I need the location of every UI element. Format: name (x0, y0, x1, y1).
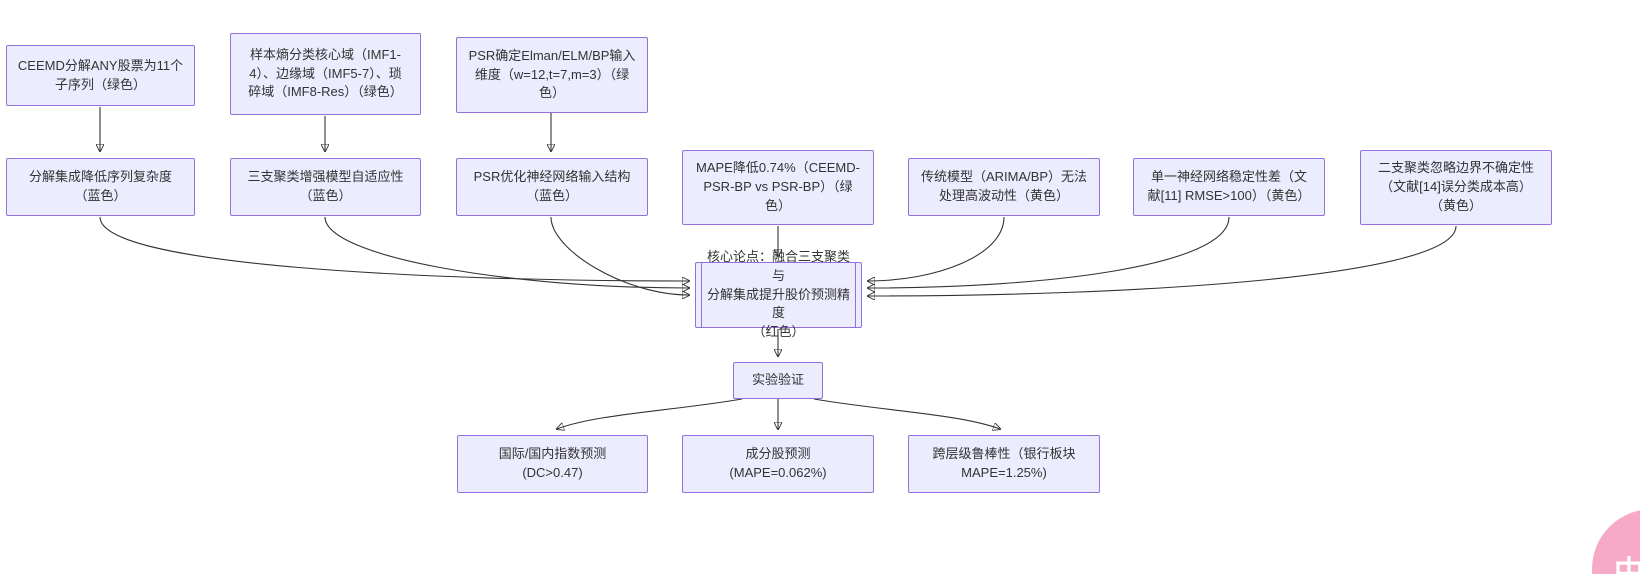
node-experimental-validation: 实验验证 (733, 362, 823, 399)
node-label: PSR优化神经网络输入结构 （蓝色） (473, 169, 631, 203)
node-label: 二支聚类忽略边界不确定性 （文献[14]误分类成本高） （黄色） (1377, 160, 1534, 213)
node-ceemd-decomposition: CEEMD分解ANY股票为11个 子序列（绿色） (6, 45, 195, 106)
node-label: 核心论点：融合三支聚类与 分解集成提升股价预测精度 （红色） (706, 248, 850, 340)
edge-twoway-to-core (868, 225, 1457, 296)
node-decomposition-complexity: 分解集成降低序列复杂度 （蓝色） (6, 158, 195, 216)
node-single-nn-stability: 单一神经网络稳定性差（文 献[11] RMSE>100）（黄色） (1133, 158, 1325, 216)
node-cross-level-robustness: 跨层级鲁棒性（银行板块 MAPE=1.25%) (908, 435, 1100, 493)
node-three-way-clustering-adaptivity: 三支聚类增强模型自适应性 （蓝色） (230, 158, 421, 216)
node-index-prediction: 国际/国内指数预测 (DC>0.47) (457, 435, 648, 493)
node-label: 国际/国内指数预测 (DC>0.47) (498, 446, 607, 480)
node-constituent-stock-prediction: 成分股预测 (MAPE=0.062%) (682, 435, 874, 493)
edge-psrstructure-to-core (550, 216, 689, 295)
node-sample-entropy-classification: 样本熵分类核心域（IMF1- 4）、边缘域（IMF5-7）、琐 碎域（IMF8-… (230, 33, 421, 115)
edge-decomposition-to-core (99, 216, 689, 281)
edge-traditional-to-core (868, 216, 1005, 281)
edge-clustering-to-core (324, 216, 689, 288)
edge-experiment-to-robustness (813, 398, 1000, 429)
node-label: 样本熵分类核心域（IMF1- 4）、边缘域（IMF5-7）、琐 碎域（IMF8-… (248, 46, 403, 100)
node-psr-input-structure: PSR优化神经网络输入结构 （蓝色） (456, 158, 648, 216)
translate-badge-label: 中A (1614, 556, 1640, 574)
node-label: 传统模型（ARIMA/BP）无法 处理高波动性（黄色） (920, 169, 1088, 203)
node-label: PSR确定Elman/ELM/BP输入 维度（w=12,t=7,m=3）（绿 色… (468, 47, 636, 101)
node-traditional-model-limitation: 传统模型（ARIMA/BP）无法 处理高波动性（黄色） (908, 158, 1100, 216)
node-two-way-clustering-limitation: 二支聚类忽略边界不确定性 （文献[14]误分类成本高） （黄色） (1360, 150, 1552, 225)
node-mape-reduction: MAPE降低0.74%（CEEMD- PSR-BP vs PSR-BP）（绿 色… (682, 150, 874, 225)
node-psr-input-dimension: PSR确定Elman/ELM/BP输入 维度（w=12,t=7,m=3）（绿 色… (456, 37, 648, 113)
node-label: CEEMD分解ANY股票为11个 子序列（绿色） (17, 57, 184, 92)
translate-badge[interactable]: 中A (1592, 509, 1640, 574)
edge-experiment-to-index (557, 398, 743, 429)
node-label: 实验验证 (751, 372, 804, 388)
node-core-thesis: 核心论点：融合三支聚类与 分解集成提升股价预测精度 （红色） (695, 249, 862, 339)
node-label: 分解集成降低序列复杂度 （蓝色） (28, 169, 172, 203)
node-label: 单一神经网络稳定性差（文 献[11] RMSE>100）（黄色） (1147, 169, 1311, 203)
node-label: MAPE降低0.74%（CEEMD- PSR-BP vs PSR-BP）（绿 色… (696, 160, 860, 213)
edge-singlenn-to-core (868, 216, 1230, 288)
node-label: 跨层级鲁棒性（银行板块 MAPE=1.25%) (932, 446, 1076, 480)
node-label: 三支聚类增强模型自适应性 （蓝色） (247, 169, 404, 203)
node-label: 成分股预测 (MAPE=0.062%) (729, 446, 827, 480)
